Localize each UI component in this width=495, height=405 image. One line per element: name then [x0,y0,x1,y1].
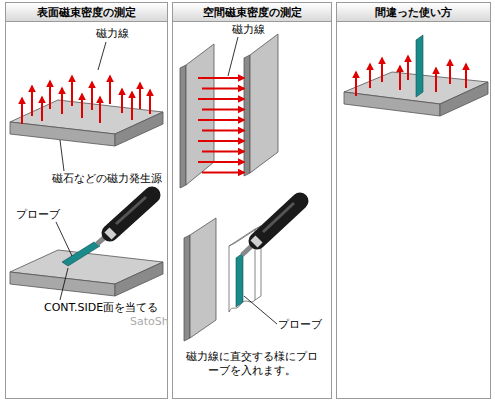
field-line [198,140,244,142]
panel-heading: 表面磁束密度の測定 [6,3,167,22]
field-line [21,98,23,124]
field-line [369,64,371,88]
part-label: プローブ [278,318,322,332]
field-line [109,76,111,104]
field-line [121,89,123,113]
field-line [202,172,244,174]
field-line [49,81,51,109]
field-lines [356,56,466,96]
field-line [71,76,73,106]
field-line [149,90,151,114]
field-line [202,109,244,111]
probe [62,195,152,266]
field-line [91,82,93,110]
field-line [198,98,244,100]
watermark: SatoSh [130,315,169,329]
pole-plates [180,34,278,188]
pole-plates [184,218,261,341]
magnet-slab [10,250,163,296]
probe-wrong [416,35,423,97]
field-line [131,92,133,120]
field-line [31,86,33,116]
field-line [435,68,437,92]
note: 磁力線に直交する様にプローブを入れます。 [182,350,322,379]
field-line [198,119,244,121]
field-line [407,56,409,80]
panel-heading: 空間磁束密度の測定 [173,3,331,22]
field-lines [22,76,150,124]
field-line [61,88,63,114]
panel: 空間磁束密度の測定 [172,2,332,399]
field-line [381,58,383,82]
field-line [41,97,43,121]
field-line [198,77,244,79]
field-line [198,161,244,163]
field-line [99,97,101,123]
probe [236,201,300,307]
panel: 表面磁束密度の測定 [5,2,168,399]
field-line [202,88,244,90]
field-line-label: 磁力線 [96,27,129,41]
field-line [139,83,141,109]
field-line [465,64,467,88]
field-lines [198,78,244,173]
field-line [399,66,401,90]
part-label: 磁石などの磁力発生源 [52,172,162,186]
field-line-label: 磁力線 [232,23,265,37]
part-label: プローブ [16,208,60,222]
field-line [355,72,357,96]
note: CONT.SIDE面を当てる [44,301,158,315]
field-line [449,60,451,84]
field-line [202,130,244,132]
panel: 間違った使い方 [336,2,491,399]
panel-heading: 間違った使い方 [337,3,490,22]
field-line [81,94,83,118]
field-line [202,151,244,153]
